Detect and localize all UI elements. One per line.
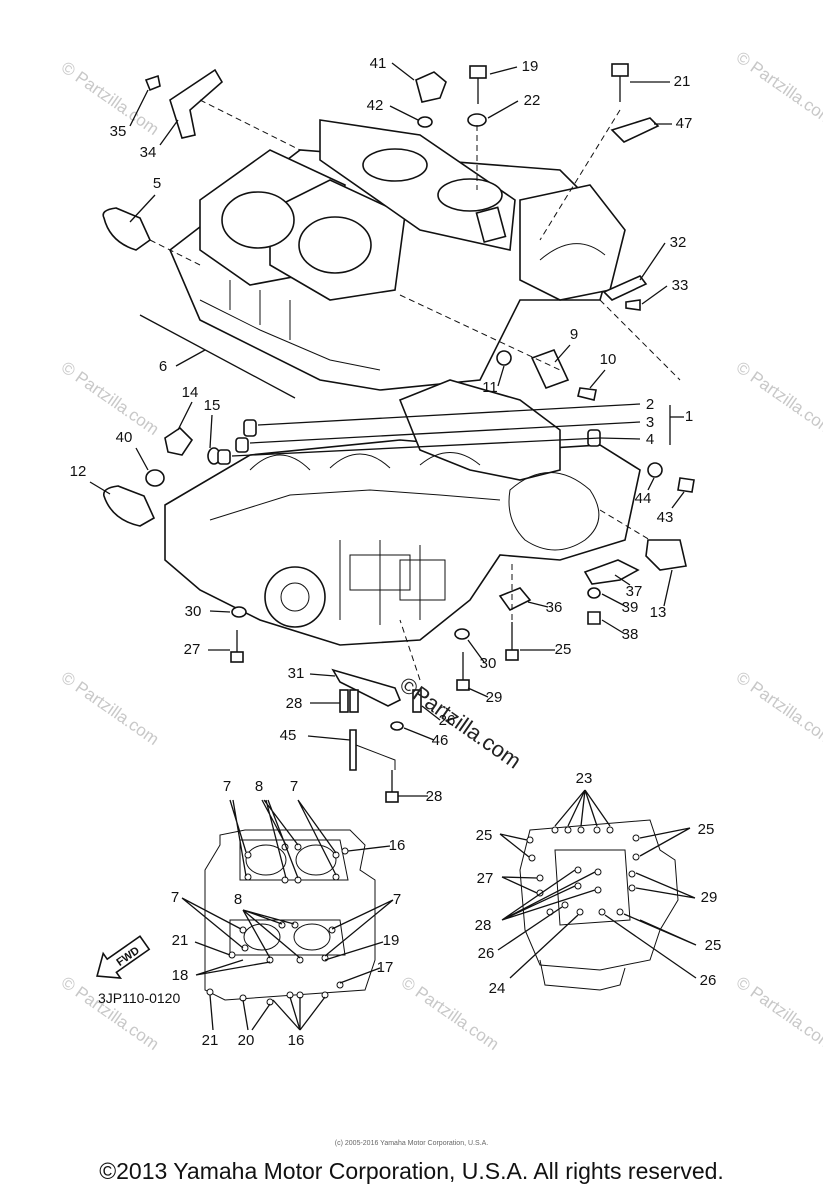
callout-23: 23 bbox=[576, 770, 593, 787]
callout-7: 7 bbox=[290, 778, 298, 795]
callout-1: 1 bbox=[685, 408, 693, 425]
callout-25: 25 bbox=[476, 827, 493, 844]
leader-lines bbox=[89, 62, 685, 797]
callout-37: 37 bbox=[626, 583, 643, 600]
callout-19: 19 bbox=[522, 58, 539, 75]
callout-29: 29 bbox=[701, 889, 718, 906]
callout-7: 7 bbox=[393, 891, 401, 908]
callout-39: 39 bbox=[622, 599, 639, 616]
callout-34: 34 bbox=[140, 144, 157, 161]
callout-28: 28 bbox=[426, 788, 443, 805]
callout-16: 16 bbox=[389, 837, 406, 854]
watermark: © Partzilla.com bbox=[58, 973, 163, 1054]
guide-lines bbox=[149, 99, 681, 681]
callout-36: 36 bbox=[546, 599, 563, 616]
callout-21: 21 bbox=[172, 932, 189, 949]
callout-28: 28 bbox=[475, 917, 492, 934]
fwd-arrow-icon: FWD bbox=[96, 935, 151, 979]
upper-crankcase bbox=[169, 119, 626, 391]
callout-25: 25 bbox=[555, 641, 572, 658]
callout-28: 28 bbox=[286, 695, 303, 712]
callout-9: 9 bbox=[570, 326, 578, 343]
plan-view-left bbox=[181, 799, 394, 1031]
watermark: © Partzilla.com bbox=[58, 668, 163, 749]
callout-12: 12 bbox=[70, 463, 87, 480]
watermark: © Partzilla.com bbox=[733, 358, 823, 439]
lower-crankcase bbox=[164, 379, 641, 646]
callout-29: 29 bbox=[486, 689, 503, 706]
footer-copyright: ©2013 Yamaha Motor Corporation, U.S.A. A… bbox=[99, 1158, 724, 1184]
callout-27: 27 bbox=[184, 641, 201, 658]
callout-42: 42 bbox=[367, 97, 384, 114]
drawing-code: 3JP110-0120 bbox=[98, 990, 180, 1006]
callout-7: 7 bbox=[223, 778, 231, 795]
callout-43: 43 bbox=[657, 509, 674, 526]
callout-8: 8 bbox=[255, 778, 263, 795]
callout-17: 17 bbox=[377, 959, 394, 976]
callout-26: 26 bbox=[439, 712, 456, 729]
watermark: © Partzilla.com bbox=[733, 48, 823, 129]
callout-25: 25 bbox=[698, 821, 715, 838]
callout-22: 22 bbox=[524, 92, 541, 109]
callout-21: 21 bbox=[202, 1032, 219, 1049]
callout-31: 31 bbox=[288, 665, 305, 682]
callout-25: 25 bbox=[705, 937, 722, 954]
callout-5: 5 bbox=[153, 175, 161, 192]
callout-38: 38 bbox=[622, 626, 639, 643]
callout-4: 4 bbox=[646, 431, 654, 448]
callout-21: 21 bbox=[674, 73, 691, 90]
callout-44: 44 bbox=[635, 490, 652, 507]
callout-30: 30 bbox=[185, 603, 202, 620]
callout-14: 14 bbox=[182, 384, 199, 401]
callout-33: 33 bbox=[672, 277, 689, 294]
callout-2: 2 bbox=[646, 396, 654, 413]
callout-46: 46 bbox=[432, 732, 449, 749]
callout-24: 24 bbox=[489, 980, 506, 997]
callout-13: 13 bbox=[650, 604, 667, 621]
callout-10: 10 bbox=[600, 351, 617, 368]
callout-30: 30 bbox=[480, 655, 497, 672]
callout-19: 19 bbox=[383, 932, 400, 949]
watermark: © Partzilla.com bbox=[58, 358, 163, 439]
callout-35: 35 bbox=[110, 123, 127, 140]
callout-6: 6 bbox=[159, 358, 167, 375]
callout-3: 3 bbox=[646, 414, 654, 431]
small-parts bbox=[102, 63, 695, 803]
callout-26: 26 bbox=[700, 972, 717, 989]
small-copyright: (c) 2005-2016 Yamaha Motor Corporation, … bbox=[334, 1140, 489, 1147]
callout-11: 11 bbox=[482, 379, 498, 396]
callout-26: 26 bbox=[478, 945, 495, 962]
callout-27: 27 bbox=[477, 870, 494, 887]
callout-32: 32 bbox=[670, 234, 687, 251]
callout-47: 47 bbox=[676, 115, 693, 132]
callout-45: 45 bbox=[280, 727, 297, 744]
callout-7: 7 bbox=[171, 889, 179, 906]
callout-8: 8 bbox=[234, 891, 242, 908]
callout-41: 41 bbox=[370, 55, 387, 72]
plan-view-right bbox=[497, 789, 697, 991]
callout-18: 18 bbox=[172, 967, 189, 984]
watermark: © Partzilla.com bbox=[398, 973, 503, 1054]
watermark: © Partzilla.com bbox=[733, 973, 823, 1054]
callout-20: 20 bbox=[238, 1032, 255, 1049]
watermark: © Partzilla.com bbox=[733, 668, 823, 749]
callout-40: 40 bbox=[116, 429, 133, 446]
callout-16: 16 bbox=[288, 1032, 305, 1049]
callout-15: 15 bbox=[204, 397, 221, 414]
